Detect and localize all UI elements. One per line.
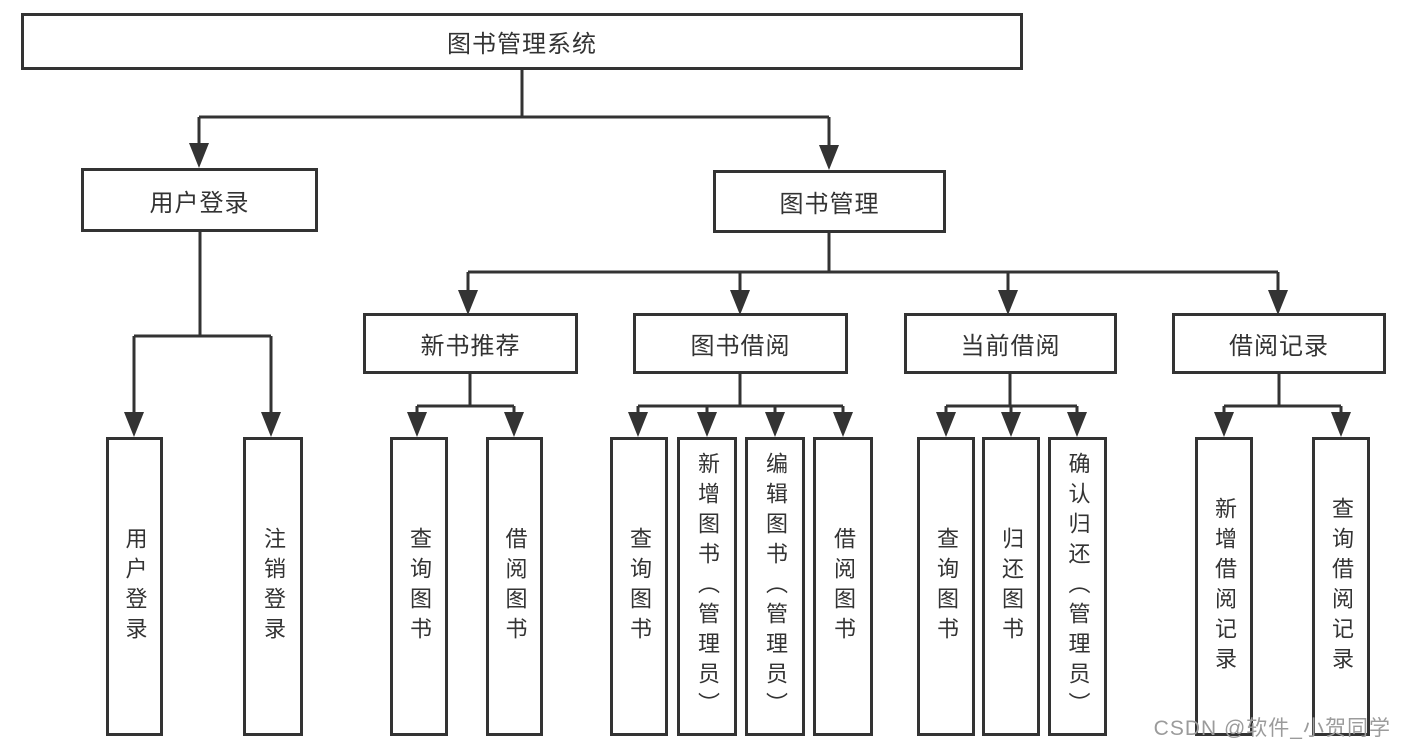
node-root-label: 图书管理系统 <box>447 31 597 58</box>
leaf-query-books-recommend: 查询图书 <box>390 437 448 736</box>
leaf-borrow-books: 借阅图书 <box>813 437 873 736</box>
node-borrow-records-label: 借阅记录 <box>1229 333 1329 360</box>
tree-edges <box>132 70 1343 414</box>
leaf-query-borrow-record: 查询借阅记录 <box>1312 437 1370 736</box>
leaf-edit-book-admin-label: 编辑图书（管理员） <box>763 451 788 722</box>
node-borrow-records: 借阅记录 <box>1172 313 1386 374</box>
leaf-logout-label: 注销登录 <box>261 526 286 647</box>
node-new-book-recommend: 新书推荐 <box>363 313 578 374</box>
leaf-query-books-current: 查询图书 <box>917 437 975 736</box>
leaf-return-books-label: 归还图书 <box>999 526 1024 647</box>
leaf-query-books-borrow-label: 查询图书 <box>627 526 652 647</box>
node-book-management-label: 图书管理 <box>779 191 880 218</box>
node-current-borrow-label: 当前借阅 <box>960 333 1061 360</box>
leaf-query-books-borrow: 查询图书 <box>610 437 668 736</box>
leaf-query-borrow-record-label: 查询借阅记录 <box>1329 496 1354 677</box>
leaf-borrow-books-recommend-label: 借阅图书 <box>502 526 528 647</box>
leaf-add-book-admin-label: 新增图书（管理员） <box>695 451 720 722</box>
leaf-confirm-return-admin-label: 确认归还（管理员） <box>1065 451 1091 722</box>
leaf-add-borrow-record-label: 新增借阅记录 <box>1212 496 1237 677</box>
node-user-login: 用户登录 <box>81 168 318 232</box>
leaf-borrow-books-recommend: 借阅图书 <box>486 437 543 736</box>
leaf-add-book-admin: 新增图书（管理员） <box>677 437 737 736</box>
leaf-confirm-return-admin: 确认归还（管理员） <box>1048 437 1107 736</box>
node-book-borrow-label: 图书借阅 <box>690 333 791 360</box>
node-book-borrow: 图书借阅 <box>633 313 848 374</box>
leaf-query-books-recommend-label: 查询图书 <box>407 526 432 647</box>
leaf-borrow-books-label: 借阅图书 <box>831 526 856 647</box>
leaf-edit-book-admin: 编辑图书（管理员） <box>745 437 805 736</box>
leaf-query-books-current-label: 查询图书 <box>934 526 959 647</box>
node-new-book-recommend-label: 新书推荐 <box>420 333 521 360</box>
leaf-user-login-label: 用户登录 <box>122 526 148 647</box>
leaf-return-books: 归还图书 <box>982 437 1040 736</box>
csdn-watermark: CSDN @软件_小贺同学 <box>1153 717 1391 740</box>
node-book-management: 图书管理 <box>713 170 946 233</box>
leaf-add-borrow-record: 新增借阅记录 <box>1195 437 1253 736</box>
node-root-system: 图书管理系统 <box>21 13 1023 70</box>
leaf-user-login: 用户登录 <box>106 437 163 736</box>
node-user-login-label: 用户登录 <box>149 189 250 217</box>
arrowheads <box>124 143 1351 437</box>
node-current-borrow: 当前借阅 <box>904 313 1117 374</box>
leaf-logout: 注销登录 <box>243 437 303 736</box>
